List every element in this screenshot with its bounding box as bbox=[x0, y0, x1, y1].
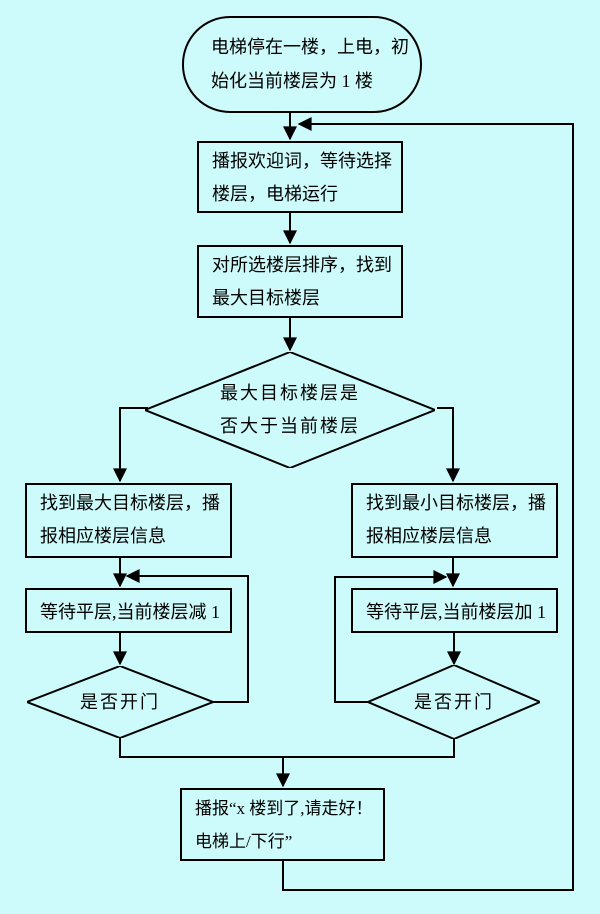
diamond-shape bbox=[145, 352, 435, 468]
node-decision-door-left: 是否开门 bbox=[27, 666, 213, 738]
node-text-line: 等待平层,当前楼层减 1 bbox=[40, 601, 220, 622]
node-text-line: 电梯停在一楼，上电，初 bbox=[211, 37, 409, 57]
node-text-line: 最大目标楼层 bbox=[212, 288, 320, 308]
node-text-line: 报相应楼层信息 bbox=[40, 526, 166, 546]
node-process-find-min: 找到最小目标楼层，播 报相应楼层信息 bbox=[351, 483, 558, 558]
node-text-line: 对所选楼层排序，找到 bbox=[212, 255, 392, 275]
node-start-terminator: 电梯停在一楼，上电，初 始化当前楼层为 1 楼 bbox=[182, 16, 422, 113]
diamond-shape bbox=[27, 666, 213, 738]
node-text-line: 等待平层,当前楼层加 1 bbox=[366, 601, 546, 622]
node-decision-door-right: 是否开门 bbox=[368, 665, 540, 739]
diamond-shape bbox=[368, 665, 540, 739]
edge-decision-to-find-min bbox=[437, 407, 460, 483]
node-text-line: 是否开门 bbox=[80, 691, 160, 712]
node-decision-max-floor: 最大目标楼层是 否大于当前楼层 bbox=[145, 352, 435, 468]
node-text-line: 找到最小目标楼层，播 bbox=[366, 493, 546, 513]
node-process-sort: 对所选楼层排序，找到 最大目标楼层 bbox=[197, 245, 403, 318]
edge-feedback-loop bbox=[282, 117, 574, 891]
edge-door-left-loop bbox=[125, 569, 249, 703]
node-text-line: 楼层，电梯运行 bbox=[212, 184, 338, 204]
node-text-line: 最大目标楼层是 bbox=[220, 383, 360, 403]
node-process-announce: 播报“x 楼到了,请走好！ 电梯上/下行” bbox=[180, 788, 385, 861]
node-text-line: 始化当前楼层为 1 楼 bbox=[211, 71, 373, 91]
node-text-line: 电梯上/下行” bbox=[195, 832, 293, 851]
node-text-line: 播报欢迎词，等待选择 bbox=[212, 151, 392, 171]
node-text-line: 否大于当前楼层 bbox=[220, 416, 360, 436]
node-process-wait-minus: 等待平层,当前楼层减 1 bbox=[25, 588, 232, 633]
node-text-line: 报相应楼层信息 bbox=[366, 526, 492, 546]
node-process-wait-plus: 等待平层,当前楼层加 1 bbox=[351, 588, 558, 633]
edge-door-left-to-merge bbox=[119, 738, 283, 758]
node-process-find-max: 找到最大目标楼层，播 报相应楼层信息 bbox=[25, 483, 232, 558]
node-process-welcome: 播报欢迎词，等待选择 楼层，电梯运行 bbox=[197, 141, 403, 213]
edge-door-right-loop bbox=[334, 570, 448, 703]
node-text-line: 是否开门 bbox=[414, 691, 494, 712]
node-text-line: 找到最大目标楼层，播 bbox=[40, 493, 220, 513]
edge-decision-to-find-max bbox=[113, 407, 148, 483]
node-text-line: 播报“x 楼到了,请走好！ bbox=[195, 799, 373, 818]
edge-door-right-to-merge bbox=[283, 738, 455, 758]
